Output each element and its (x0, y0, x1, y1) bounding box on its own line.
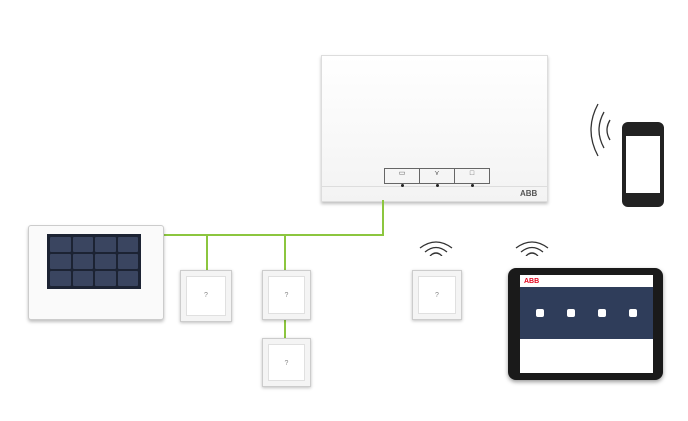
wall-switch[interactable]: ? (180, 270, 232, 322)
access-point-buttons: ▭ ⋎ □ (384, 168, 490, 187)
bus-line (284, 318, 286, 338)
touch-panel (28, 225, 164, 320)
smartphone-screen[interactable] (626, 136, 660, 193)
bus-line (382, 200, 384, 236)
power-button[interactable]: □ (455, 169, 489, 187)
network-button[interactable]: ⋎ (420, 169, 455, 187)
wifi-setup-button[interactable]: ▭ (385, 169, 420, 187)
wall-switch[interactable]: ? (262, 270, 311, 320)
house-icon[interactable] (535, 309, 544, 317)
system-access-point: ▭ ⋎ □ ABB (321, 55, 548, 202)
wifi-icon (515, 241, 549, 256)
abb-logo: ABB (524, 277, 540, 285)
wall-switch[interactable]: ? (262, 338, 311, 387)
wifi-icon (590, 103, 611, 157)
divider (322, 186, 547, 187)
bus-line (206, 234, 208, 270)
touch-panel-screen[interactable] (47, 234, 141, 289)
tablet: ABB (508, 268, 663, 380)
tablet-app-menu (520, 287, 653, 339)
smartphone (622, 122, 664, 207)
abb-logo: ABB (520, 189, 538, 198)
light-icon[interactable] (566, 309, 575, 317)
wifi-icon (419, 241, 453, 256)
bus-line (284, 234, 286, 270)
wireless-switch[interactable]: ? (412, 270, 462, 320)
bus-line (160, 234, 384, 236)
panel-icon[interactable] (598, 309, 607, 317)
timer-icon[interactable] (629, 309, 638, 317)
tablet-screen[interactable]: ABB (520, 275, 653, 373)
